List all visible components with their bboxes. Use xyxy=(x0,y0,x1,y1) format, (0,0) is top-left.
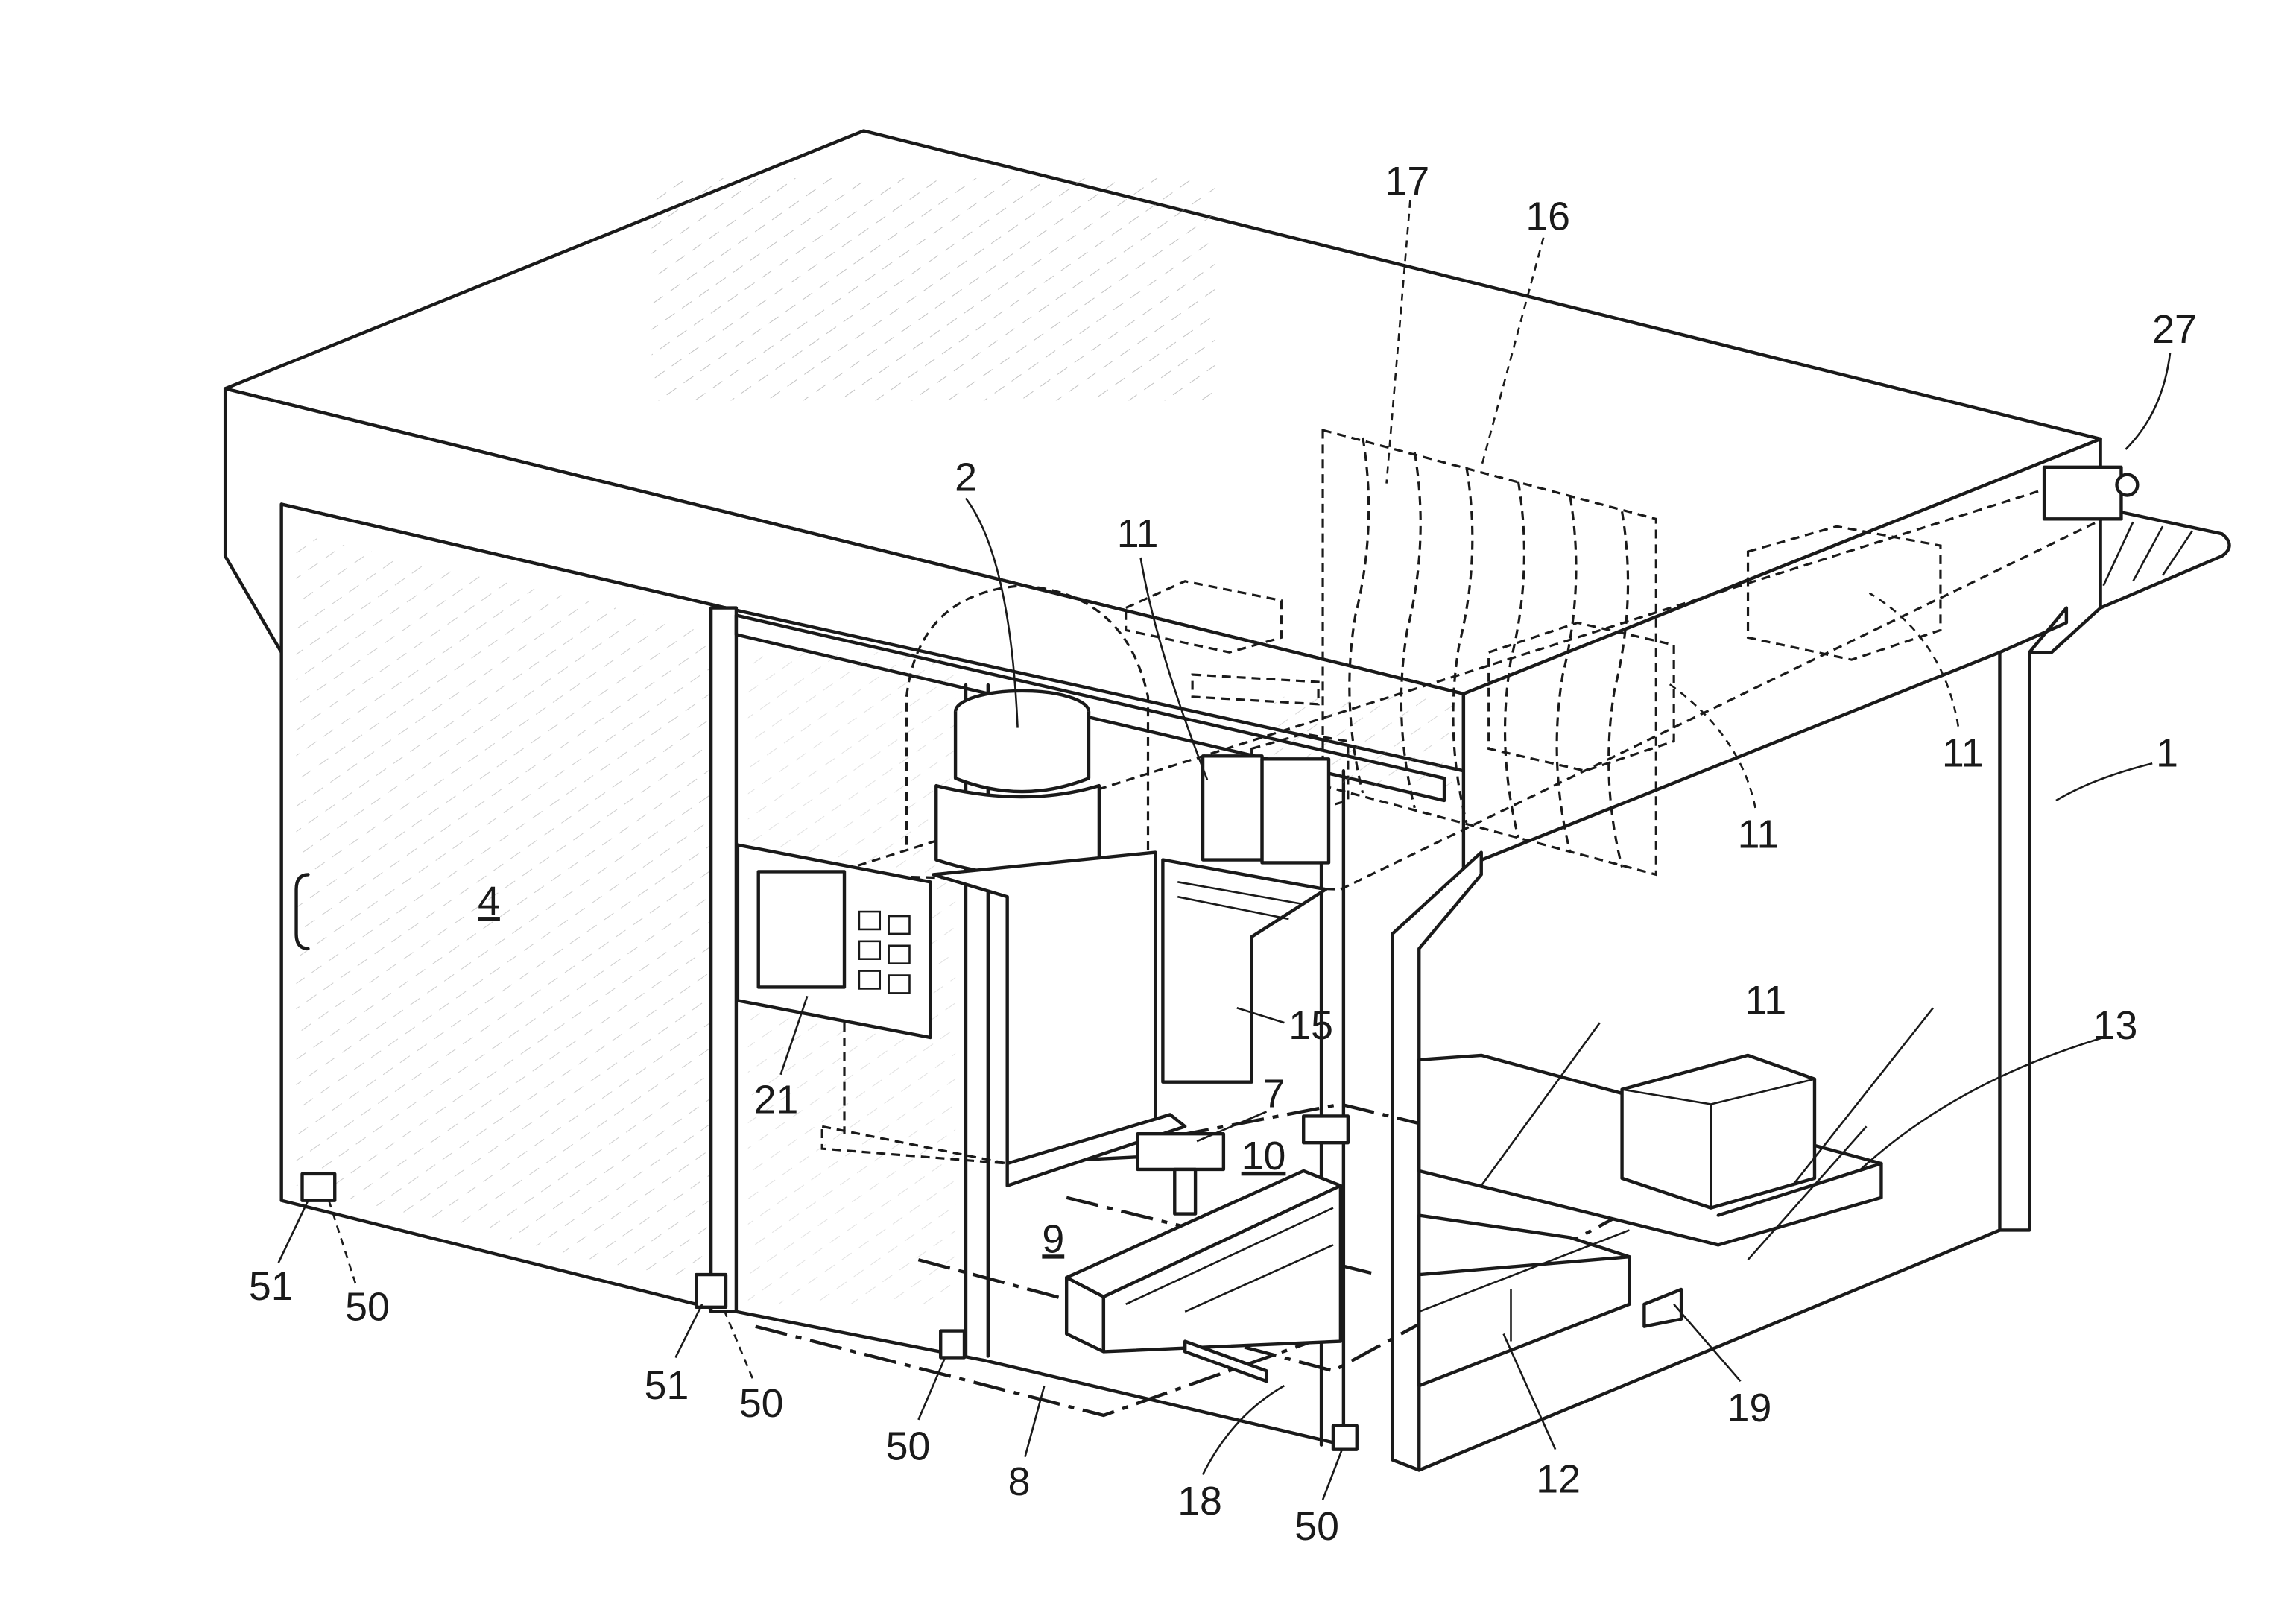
label-4: 4 xyxy=(478,879,500,923)
label-13: 13 xyxy=(2093,1003,2138,1048)
door-handle-icon xyxy=(294,873,310,950)
sensor-50-a xyxy=(939,1329,967,1360)
label-12: 12 xyxy=(1536,1456,1581,1501)
pallets xyxy=(1064,1169,1683,1388)
label-27: 27 xyxy=(2152,307,2197,352)
label-51-b: 51 xyxy=(645,1363,689,1408)
right-frame xyxy=(1391,606,2069,1472)
label-11-a: 11 xyxy=(1117,511,1159,556)
label-15: 15 xyxy=(1288,1003,1333,1048)
robot xyxy=(820,580,1320,1187)
label-11-d: 11 xyxy=(1745,978,1787,1023)
label-51-a: 51 xyxy=(249,1264,294,1309)
lower-conveyor xyxy=(1417,1007,1935,1261)
label-1: 1 xyxy=(2156,730,2178,775)
label-16: 16 xyxy=(1525,195,1570,239)
label-7: 7 xyxy=(1263,1071,1285,1116)
door xyxy=(279,502,739,1313)
label-19: 19 xyxy=(1727,1386,1772,1430)
control-panel xyxy=(736,843,932,1040)
label-8: 8 xyxy=(1008,1459,1031,1504)
gripper xyxy=(1161,754,1331,1084)
label-11-c: 11 xyxy=(1738,812,1780,857)
label-17: 17 xyxy=(1385,159,1430,203)
label-18: 18 xyxy=(1177,1479,1222,1523)
label-11-b: 11 xyxy=(1942,730,1984,775)
upper-conveyor xyxy=(829,465,2231,891)
label-21: 21 xyxy=(754,1077,799,1122)
label-10: 10 xyxy=(1242,1134,1286,1178)
sensor-51-mid xyxy=(695,1272,728,1309)
label-50-b: 50 xyxy=(739,1381,784,1426)
light-curtains xyxy=(1321,428,1657,877)
leader-lines xyxy=(277,200,2172,1500)
label-50-d: 50 xyxy=(1294,1504,1339,1549)
label-9: 9 xyxy=(1042,1216,1064,1261)
sensors xyxy=(300,1172,1359,1451)
label-50-a: 50 xyxy=(345,1285,390,1330)
reference-labels: 17 16 27 2 11 11 11 1 4 11 15 13 21 7 10… xyxy=(249,159,2197,1549)
sensor-50-b xyxy=(1331,1424,1359,1451)
label-50-c: 50 xyxy=(886,1424,931,1469)
label-2: 2 xyxy=(955,455,977,500)
sensor-51-left xyxy=(300,1172,337,1202)
